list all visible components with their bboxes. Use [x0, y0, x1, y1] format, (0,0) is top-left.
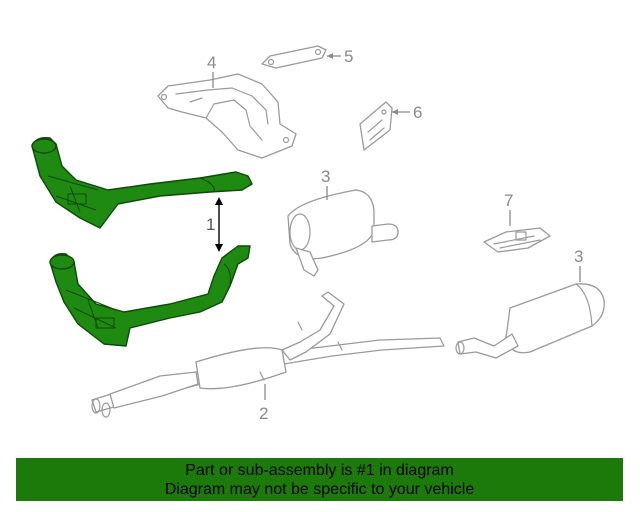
part-1-catalytic-converter-lower[interactable]: [49, 245, 251, 347]
part-6-bracket[interactable]: [359, 101, 393, 151]
banner-line-2: Diagram may not be specific to your vehi…: [164, 481, 475, 498]
part-4-heat-shield[interactable]: [157, 73, 297, 159]
callout-1-leader: [215, 197, 223, 252]
callout-3b: 3: [574, 247, 583, 266]
part-3-muffler-center[interactable]: [287, 189, 399, 277]
callout-6-leader: [392, 109, 410, 115]
part-7-heat-shield[interactable]: [483, 227, 551, 253]
part-5-bracket[interactable]: [261, 45, 327, 69]
callout-4: 4: [207, 53, 216, 72]
callout-1: 1: [206, 215, 215, 234]
callout-5: 5: [344, 47, 353, 66]
callout-3a: 3: [321, 167, 330, 186]
info-banner: Part or sub-assembly is #1 in diagram Di…: [16, 458, 623, 501]
callout-5-leader: [327, 53, 341, 59]
banner-line-1: Part or sub-assembly is #1 in diagram: [185, 462, 454, 479]
exhaust-parts-diagram: 5 4 6 3 7 3: [31, 45, 605, 423]
part-3-muffler-rear[interactable]: [455, 283, 605, 359]
callout-2: 2: [259, 404, 268, 423]
part-2-intermediate-pipe[interactable]: [91, 291, 445, 418]
callout-7: 7: [504, 191, 513, 210]
part-1-catalytic-converter-upper[interactable]: [31, 136, 253, 229]
callout-6: 6: [413, 103, 422, 122]
